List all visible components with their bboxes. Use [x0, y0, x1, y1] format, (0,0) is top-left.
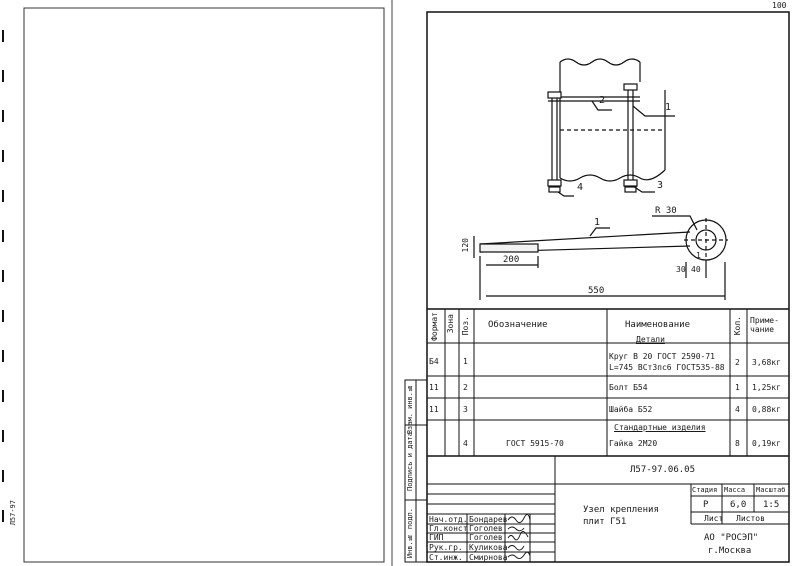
row3-qty: 4: [735, 405, 740, 414]
callout-4: 4: [577, 182, 584, 193]
stamp-inv-replace: Взам. инв.№: [406, 384, 414, 435]
org-line-2: г.Москва: [708, 546, 752, 556]
role-2: Гл.конст: [429, 524, 468, 533]
spec-grid: [427, 308, 789, 457]
hdr-note: Приме-чание: [750, 316, 779, 334]
signatures: [507, 514, 531, 560]
hdr-zone: Зона: [446, 314, 455, 334]
row1-qty: 2: [735, 358, 740, 367]
row4-name: Гайка 2М20: [609, 439, 658, 448]
section-standard: Стандартные изделия: [614, 423, 706, 432]
dim-right-c: 1: [696, 251, 701, 260]
row1-pos: 1: [463, 357, 468, 366]
role-5: Ст.инж.: [429, 553, 463, 562]
left-tiny-stamp: Л57-97: [9, 500, 17, 526]
dim-total: 550: [588, 286, 605, 296]
mass-label: Масса: [724, 486, 746, 494]
role-3-name: Гоголев: [469, 533, 503, 542]
section-details: Детали: [636, 335, 665, 344]
rod-view: [473, 215, 728, 300]
row4-note: 0,19кг: [752, 439, 781, 448]
row2-qty: 1: [735, 383, 740, 392]
hdr-name: Наименование: [625, 320, 691, 330]
doc-code: Л57-97.06.05: [630, 465, 696, 475]
scale-label: Масштаб: [756, 486, 786, 494]
row3-name: Шайба Б52: [609, 405, 653, 414]
row4-qty: 8: [735, 439, 740, 448]
callout-2: 2: [599, 95, 606, 106]
side-stamp-grid: [404, 379, 428, 563]
hdr-format: Формат: [430, 312, 439, 341]
stage-value: Р: [703, 500, 709, 510]
sheet-label: Лист: [704, 514, 724, 523]
scale-value: 1:5: [763, 500, 780, 510]
row2-format: 11: [429, 383, 439, 392]
role-1-name: Бондарев: [469, 515, 508, 524]
mass-value: 6,0: [730, 500, 747, 510]
callout-3: 3: [657, 180, 664, 191]
title-line-2: плит Г51: [583, 517, 627, 527]
radius-label: R 30: [655, 206, 677, 216]
row1-format: Б4: [429, 357, 439, 366]
role-3: ГИП: [429, 533, 444, 542]
row1-name-1: Круг В 20 ГОСТ 2590-71: [609, 352, 715, 361]
role-4: Рук.гр.: [429, 543, 463, 552]
row1-note: 3,68кг: [752, 358, 781, 367]
row3-note: 0,88кг: [752, 405, 781, 414]
role-4-name: Куликова: [469, 543, 508, 552]
row2-pos: 2: [463, 383, 468, 392]
hdr-pos: Поз.: [461, 316, 470, 336]
row2-note: 1,25кг: [752, 383, 781, 392]
title-grid: [427, 456, 789, 562]
dim-right-a: 30: [676, 265, 686, 274]
clamp-view: [547, 58, 675, 197]
title-line-1: Узел крепления: [583, 505, 659, 515]
hdr-designation: Обозначение: [488, 320, 548, 330]
stage-label: Стадия: [692, 486, 718, 494]
hdr-qty: Кол.: [733, 316, 742, 336]
stamp-inv-orig: Инв.№ подл.: [406, 508, 414, 559]
rod-callout-1: 1: [594, 217, 601, 228]
stamp-sign-date: Подпись и дата: [406, 432, 414, 492]
dim-height: 120: [461, 238, 470, 253]
role-5-name: Смирнова: [469, 553, 508, 562]
corner-mark: 100: [772, 1, 787, 10]
role-1: Нач.отд.: [429, 515, 468, 524]
role-2-name: Гоголев: [469, 524, 503, 533]
row4-pos: 4: [463, 439, 468, 448]
callout-1: 1: [665, 102, 672, 113]
sheets-label: Листов: [736, 514, 765, 523]
row3-pos: 3: [463, 405, 468, 414]
dim-thread: 200: [503, 255, 520, 265]
row3-format: 11: [429, 405, 439, 414]
row2-name: Болт Б54: [609, 383, 648, 392]
row1-name-2: L=745 ВСт3пс6 ГОСТ535-88: [609, 363, 725, 372]
org-line-1: АО "РОСЭП": [704, 533, 759, 543]
row4-designation: ГОСТ 5915-70: [506, 439, 564, 448]
dim-right-b: 40: [691, 265, 701, 274]
